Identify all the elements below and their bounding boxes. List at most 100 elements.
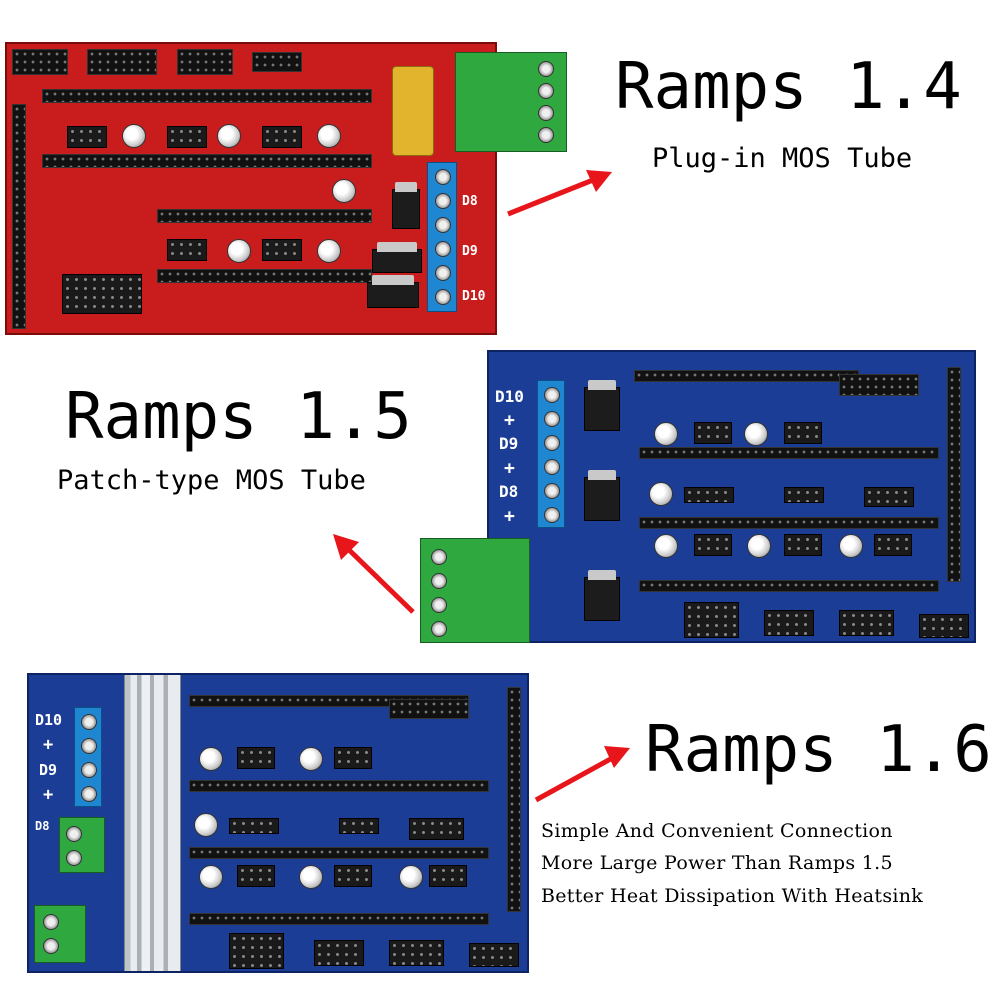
capacitor: [317, 239, 341, 263]
capacitor: [747, 534, 771, 558]
capacitor: [654, 422, 678, 446]
mos-tube: [372, 242, 422, 273]
screw: [81, 762, 97, 778]
ramps-1-5-title: Ramps 1.5: [65, 380, 412, 454]
capacitor: [744, 422, 768, 446]
jumper-block: [684, 487, 734, 503]
jumper-block: [694, 534, 732, 556]
jumper-block: [919, 614, 969, 638]
plus-label: +: [43, 735, 54, 755]
board-header: [639, 517, 939, 529]
board-header: [87, 49, 157, 75]
board-header: [639, 580, 939, 592]
jumper-block: [229, 818, 279, 834]
ramps-1-6-feature-2: More Large Power Than Ramps 1.5: [541, 852, 893, 874]
board-header: [177, 49, 233, 75]
board-header: [634, 370, 859, 382]
jumper-block: [167, 239, 207, 261]
jumper-block: [334, 747, 372, 769]
screw: [431, 573, 447, 589]
ramps-1-5-subtitle: Patch-type MOS Tube: [57, 465, 366, 496]
board-header: [507, 687, 521, 912]
plus-label: +: [504, 458, 515, 479]
capacitor: [332, 179, 356, 203]
jumper-block: [67, 126, 107, 148]
ramps-1-6-feature-1: Simple And Convenient Connection: [541, 820, 893, 842]
screw: [544, 459, 560, 475]
ramps-1-4-subtitle: Plug-in MOS Tube: [652, 143, 913, 174]
board-header: [639, 447, 939, 459]
d8-label: D8: [35, 819, 50, 833]
board-header: [189, 847, 489, 859]
screw: [435, 289, 451, 305]
capacitor: [227, 239, 251, 263]
d8-label: D8: [499, 482, 519, 501]
screw: [43, 938, 59, 954]
green-screw-terminal: [34, 905, 86, 963]
blue-screw-terminal: [537, 380, 565, 528]
screw: [431, 549, 447, 565]
capacitor: [217, 124, 241, 148]
board-header: [157, 209, 372, 223]
ramps-1-4-title: Ramps 1.4: [615, 50, 962, 124]
jumper-block: [764, 610, 814, 636]
board-header: [42, 89, 372, 103]
arrow-to-ramps-1-5: [333, 534, 415, 614]
screw: [81, 786, 97, 802]
d9-label: D9: [39, 761, 58, 779]
screw: [544, 387, 560, 403]
screw: [431, 597, 447, 613]
mos-tube: [584, 570, 620, 621]
jumper-block: [429, 865, 467, 887]
jumper-block: [839, 610, 894, 636]
blue-screw-terminal: [74, 707, 102, 807]
plus-label: +: [504, 506, 515, 527]
screw: [538, 105, 554, 121]
screw: [435, 241, 451, 257]
green-screw-terminal: [59, 817, 105, 873]
jumper-block: [874, 534, 912, 556]
jumper-block: [237, 747, 275, 769]
jumper-block: [784, 422, 822, 444]
capacitor: [654, 534, 678, 558]
screw: [435, 217, 451, 233]
screw: [431, 621, 447, 637]
mos-tube: [392, 182, 420, 229]
screw: [66, 850, 82, 866]
jumper-block: [389, 940, 444, 966]
jumper-block: [237, 865, 275, 887]
board-header: [189, 913, 489, 925]
arrow-to-ramps-1-6: [534, 746, 630, 803]
screw: [538, 83, 554, 99]
plus-label: +: [43, 785, 54, 805]
jumper-block: [229, 933, 284, 969]
mos-tube: [584, 470, 620, 521]
ramps-1-4-board: D8 D9 D10: [5, 42, 497, 335]
screw: [81, 738, 97, 754]
arrow-to-ramps-1-4: [507, 170, 612, 217]
heatsink: [124, 675, 181, 971]
board-header: [42, 154, 372, 168]
jumper-block: [167, 126, 207, 148]
screw: [544, 411, 560, 427]
capacitor: [399, 865, 423, 889]
jumper-block: [684, 602, 739, 638]
screw: [435, 193, 451, 209]
screw: [66, 826, 82, 842]
ramps-1-6-feature-3: Better Heat Dissipation With Heatsink: [541, 885, 924, 907]
jumper-block: [339, 818, 379, 834]
capacitor: [199, 747, 223, 771]
jumper-block: [62, 274, 142, 314]
d10-label: D10: [495, 387, 524, 406]
mos-tube: [367, 275, 419, 308]
capacitor: [194, 813, 218, 837]
green-power-terminal: [420, 538, 530, 643]
d9-label: D9: [499, 434, 519, 453]
jumper-block: [469, 943, 519, 967]
d8-label: D8: [462, 194, 478, 209]
plus-label: +: [504, 410, 515, 431]
fuse: [392, 66, 434, 156]
board-header: [947, 367, 961, 582]
screw: [435, 169, 451, 185]
jumper-block: [784, 534, 822, 556]
